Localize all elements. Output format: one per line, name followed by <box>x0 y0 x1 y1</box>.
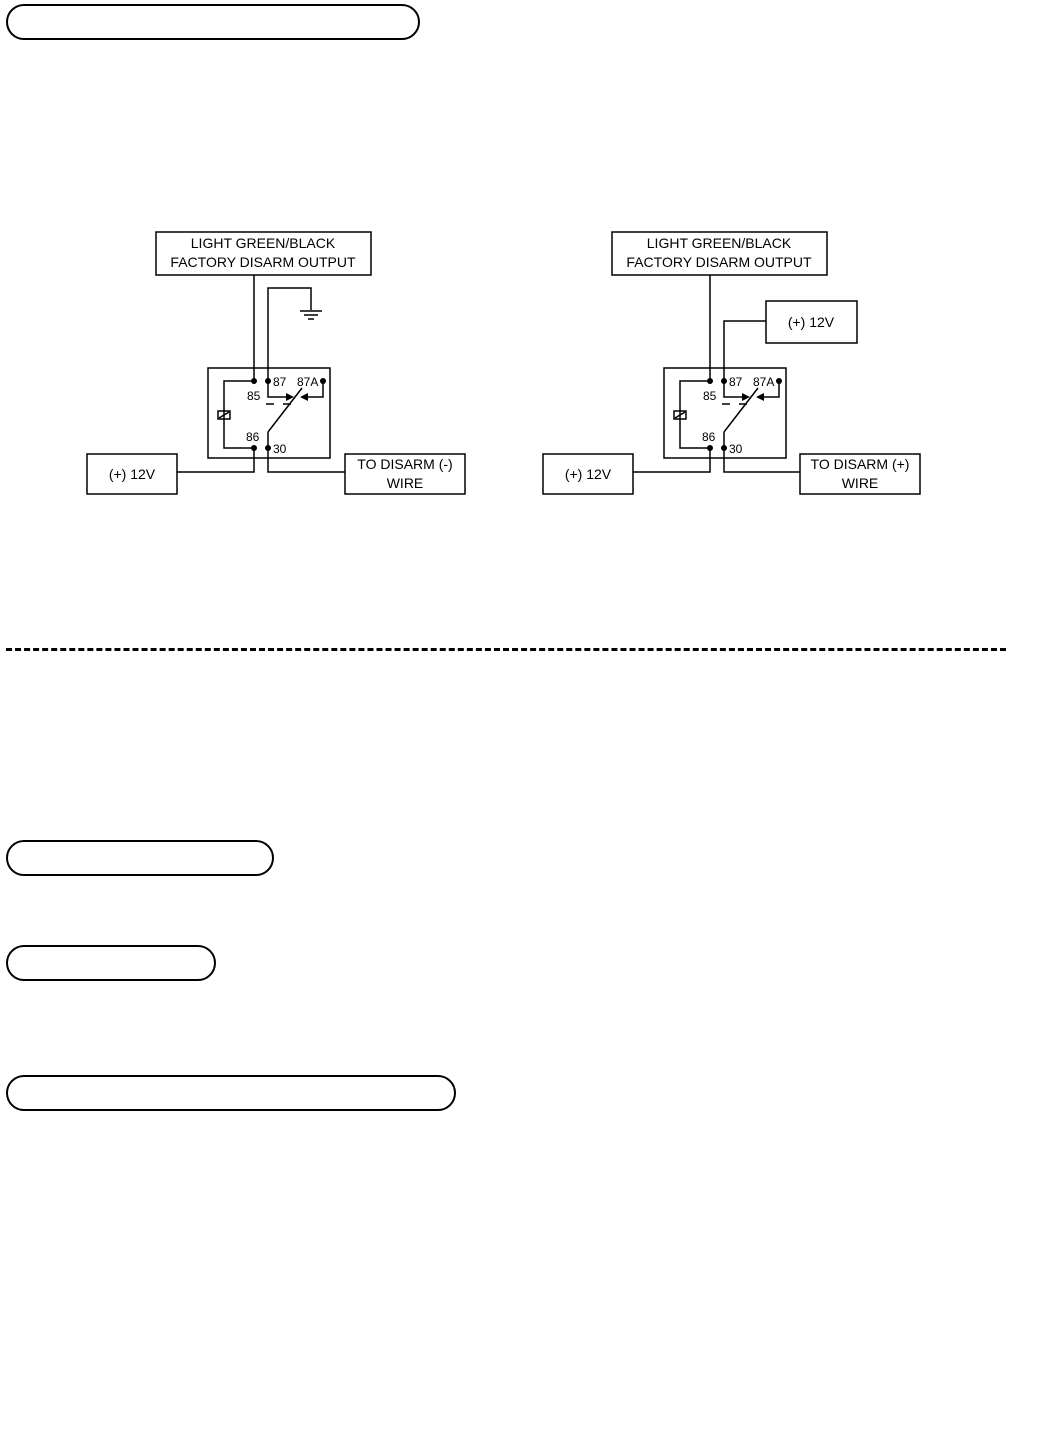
left-power-label: (+) 12V <box>109 466 156 482</box>
right-pin-85: 85 <box>703 389 717 403</box>
left-coil-icon <box>217 410 231 420</box>
left-pin-87: 87 <box>273 375 287 389</box>
left-source-line2: FACTORY DISARM OUTPUT <box>170 254 356 270</box>
right-source-line2: FACTORY DISARM OUTPUT <box>626 254 812 270</box>
section-heading-frame-2 <box>6 840 274 876</box>
left-power-box <box>86 453 178 495</box>
right-pin-30: 30 <box>729 442 743 456</box>
left-source-box <box>155 231 372 276</box>
left-pin-85: 85 <box>247 389 261 403</box>
left-relay-diagram: LIGHT GREEN/BLACK FACTORY DISARM OUTPUT … <box>86 231 466 495</box>
right-aux-power-box <box>765 300 858 344</box>
right-pin-86: 86 <box>702 430 716 444</box>
right-coil-icon <box>673 410 687 420</box>
right-source-line1: LIGHT GREEN/BLACK <box>647 235 792 251</box>
right-pin-87a: 87A <box>753 375 774 389</box>
right-aux-power-label: (+) 12V <box>788 314 835 330</box>
right-power-label: (+) 12V <box>565 466 612 482</box>
left-target-line1: TO DISARM (-) <box>357 456 452 472</box>
right-relay-diagram: LIGHT GREEN/BLACK FACTORY DISARM OUTPUT … <box>542 231 921 495</box>
left-pin-87a: 87A <box>297 375 318 389</box>
dashed-divider <box>6 648 1006 651</box>
section-heading-frame-1 <box>6 4 420 40</box>
right-power-box <box>542 453 634 495</box>
left-pin-30: 30 <box>273 442 287 456</box>
right-source-box <box>611 231 828 276</box>
right-relay-body <box>663 367 787 459</box>
right-pin-87: 87 <box>729 375 743 389</box>
left-target-box <box>344 453 466 495</box>
left-pin-86: 86 <box>246 430 260 444</box>
left-source-line1: LIGHT GREEN/BLACK <box>191 235 336 251</box>
section-heading-frame-3 <box>6 945 216 981</box>
right-target-line1: TO DISARM (+) <box>811 456 910 472</box>
left-target-line2: WIRE <box>387 475 424 491</box>
right-target-box <box>799 453 921 495</box>
ground-icon <box>300 310 322 320</box>
right-target-line2: WIRE <box>842 475 879 491</box>
left-relay-body <box>207 367 331 459</box>
section-heading-frame-4 <box>6 1075 456 1111</box>
